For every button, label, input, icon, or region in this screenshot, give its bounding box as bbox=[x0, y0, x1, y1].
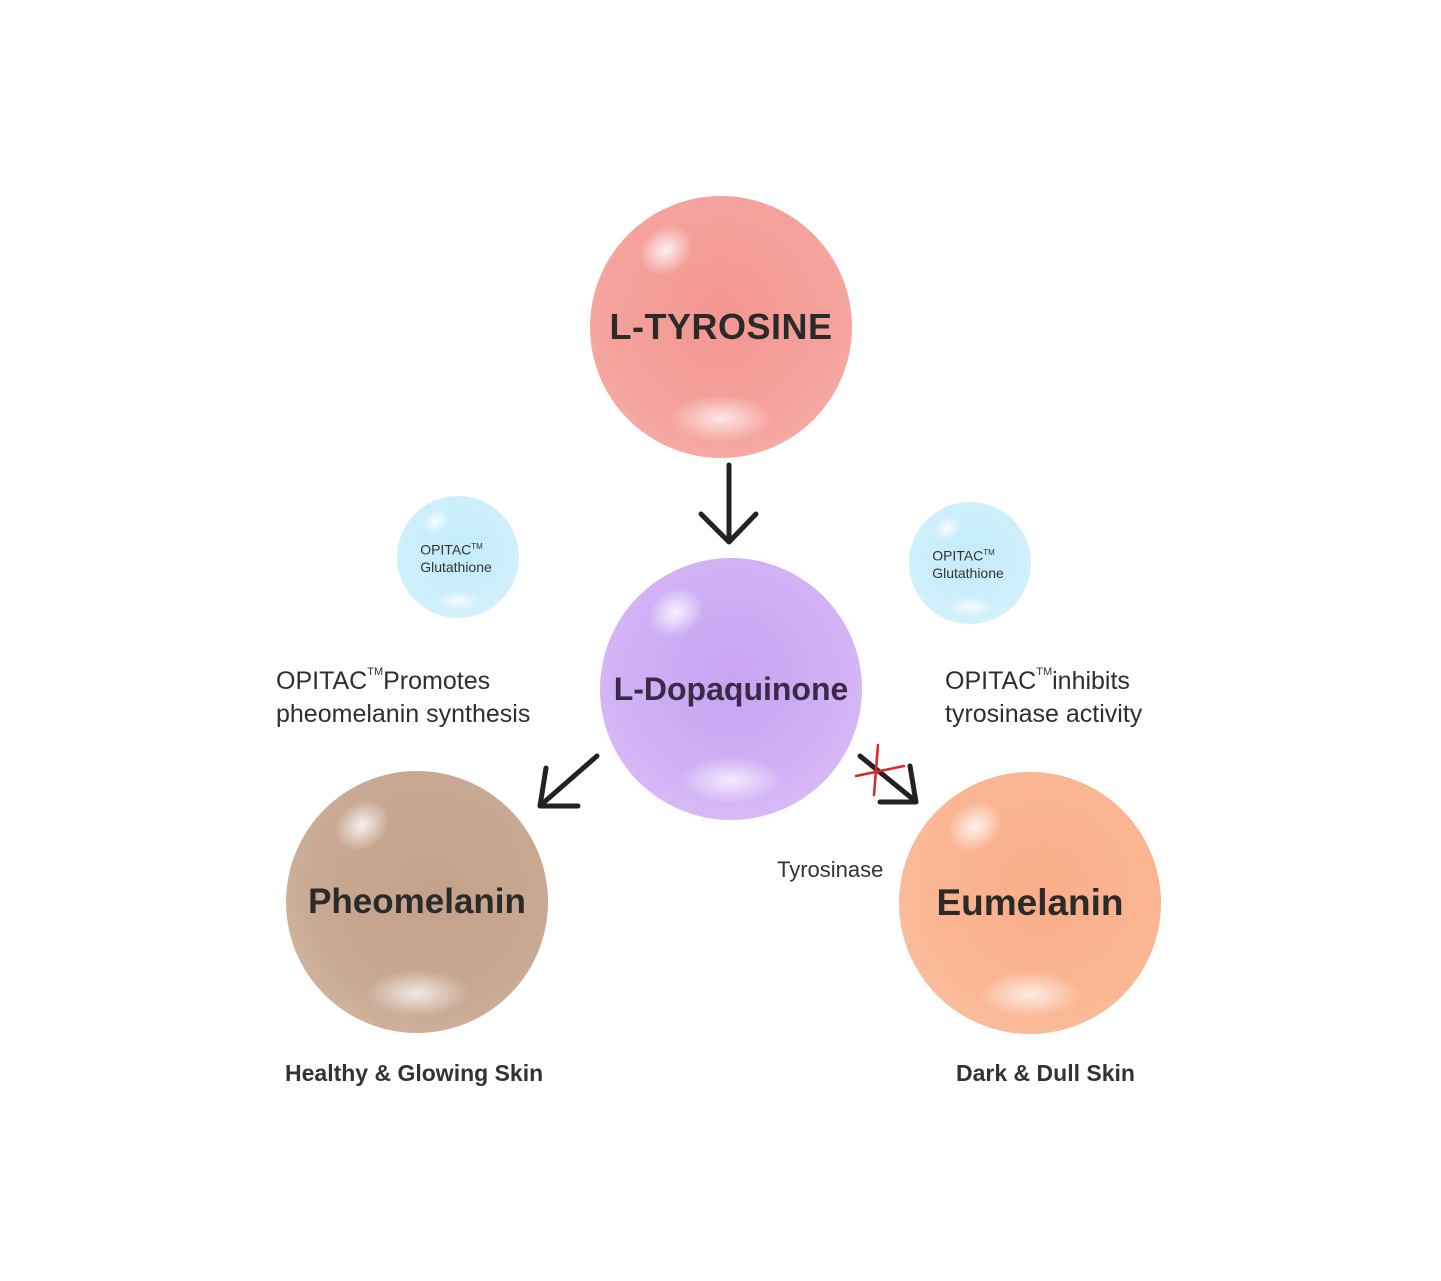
note-right-line1: inhibits bbox=[1052, 667, 1130, 695]
note-right-line2: tyrosinase activity bbox=[945, 700, 1143, 728]
arrow-dopaquinone-to-eumelanin bbox=[857, 753, 919, 805]
node-l-dopaquinone-label: L-Dopaquinone bbox=[613, 670, 849, 707]
note-right-brand: OPITAC bbox=[945, 667, 1037, 695]
glutathione-bubble-right: OPITACTM Glutathione bbox=[909, 502, 1031, 624]
note-left-tm: TM bbox=[367, 666, 384, 678]
glutathione-right-name: Glutathione bbox=[932, 565, 1004, 582]
glutathione-left-name: Glutathione bbox=[420, 559, 492, 576]
node-eumelanin-label: Eumelanin bbox=[936, 882, 1124, 923]
enzyme-label-tyrosinase: Tyrosinase bbox=[777, 857, 884, 882]
glutathione-bubble-left-label: OPITACTM Glutathione bbox=[420, 538, 492, 577]
note-left-line1: Promotes bbox=[383, 667, 491, 695]
node-l-dopaquinone: L-Dopaquinone bbox=[600, 558, 862, 820]
glutathione-left-tm: TM bbox=[471, 541, 483, 551]
glutathione-right-tm: TM bbox=[983, 547, 995, 557]
glutathione-right-brand: OPITAC bbox=[932, 547, 984, 564]
block-mark-cross bbox=[854, 743, 906, 797]
node-l-tyrosine-label: L-TYROSINE bbox=[609, 306, 833, 347]
arrow-tyrosine-to-dopaquinone bbox=[698, 462, 759, 545]
node-l-tyrosine: L-TYROSINE bbox=[590, 196, 852, 458]
glutathione-bubble-left: OPITACTM Glutathione bbox=[397, 496, 519, 618]
note-inhibits-tyrosinase: OPITACTMinhibits tyrosinase activity bbox=[945, 656, 1275, 731]
glutathione-left-brand: OPITAC bbox=[420, 541, 472, 558]
arrow-dopaquinone-to-pheomelanin bbox=[537, 753, 600, 809]
node-eumelanin: Eumelanin bbox=[899, 772, 1161, 1034]
caption-dark-skin: Dark & Dull Skin bbox=[956, 1060, 1135, 1086]
glutathione-bubble-right-label: OPITACTM Glutathione bbox=[932, 544, 1004, 583]
caption-healthy-skin: Healthy & Glowing Skin bbox=[285, 1060, 544, 1086]
node-pheomelanin-label: Pheomelanin bbox=[308, 882, 526, 921]
note-right-tm: TM bbox=[1036, 666, 1053, 678]
note-left-line2: pheomelanin synthesis bbox=[276, 700, 531, 728]
note-promotes-pheomelanin: OPITACTMPromotes pheomelanin synthesis bbox=[276, 656, 606, 731]
node-pheomelanin: Pheomelanin bbox=[286, 771, 548, 1033]
note-left-brand: OPITAC bbox=[276, 667, 368, 695]
